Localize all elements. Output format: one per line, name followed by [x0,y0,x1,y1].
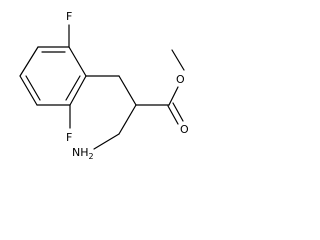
fluorine-bottom-label: F [66,131,72,144]
bond-ch2-nitrogen [93,133,120,150]
bond-ch2-alpha-carbon [118,75,137,106]
carbonyl-oxygen-label: O [180,123,189,136]
fluorine-top-label: F [66,10,72,23]
amine-h-subscript: 2 [89,152,94,161]
ring-double-bond-right [65,75,81,101]
amine-label: NH2 [72,146,94,161]
bond-carbonyl-double-b [172,102,184,122]
ester-oxygen-label: O [176,73,185,86]
bond-carbonyl-double-a [167,105,179,125]
bond-ester-oxygen-methyl [171,49,185,71]
ring-bond-f [68,46,87,77]
bond-carbonyl-ester-oxygen [168,86,179,106]
amine-h-label: H [80,146,88,159]
molecule-structure: F F O O NH2 [19,10,189,161]
ring-double-bond-left [25,75,41,101]
bond-alpha-ch2n [118,104,137,135]
ring-bond-b [19,46,39,77]
ring-bond-c [19,75,38,106]
ring-bond-e [69,75,87,106]
amine-n-label: N [72,146,80,159]
